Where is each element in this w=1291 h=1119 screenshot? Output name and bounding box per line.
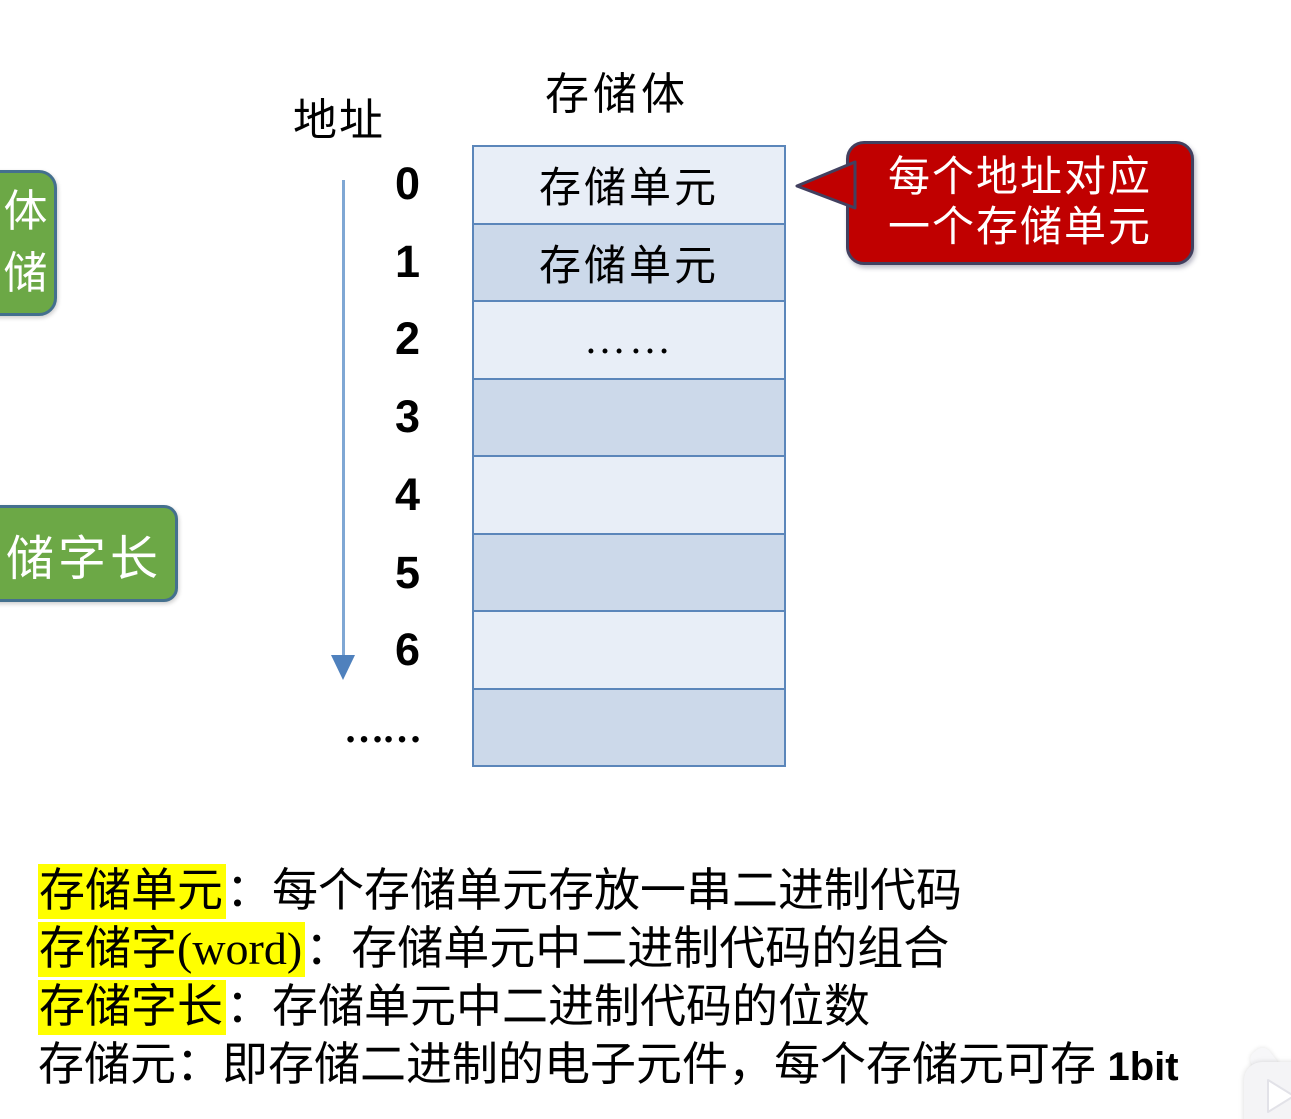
definition-term: 存储元 <box>38 1039 176 1090</box>
memory-cell-row: …… <box>474 300 784 378</box>
definition-text: ：存储单元中二进制代码的组合 <box>305 923 950 974</box>
definition-text: ：即存储二进制的电子元件，每个存储元可存 <box>176 1039 1108 1090</box>
address-item: 1 <box>394 235 420 287</box>
address-label: 地址 <box>293 96 385 145</box>
definition-line: 存储字(word)：存储单元中二进制代码的组合 <box>38 920 1179 978</box>
definition-line: 存储元：即存储二进制的电子元件，每个存储元可存 1bit <box>38 1036 1179 1094</box>
address-item: 3 <box>394 391 420 443</box>
definition-text: ：存储单元中二进制代码的位数 <box>226 981 870 1032</box>
definition-line: 存储单元：每个存储单元存放一串二进制代码 <box>38 862 1179 920</box>
green-badge-clipped-top: 体 储 <box>0 170 57 316</box>
green-badge-word-length: 存储字长 <box>0 505 178 602</box>
green-badge-top-char1: 体 <box>3 187 48 236</box>
memory-cell-row <box>474 455 784 533</box>
address-callout-bubble: 每个地址对应 一个存储单元 <box>795 141 1194 265</box>
memory-cell-row <box>474 377 784 455</box>
play-triangle-icon <box>1267 1079 1291 1113</box>
definition-term: 存储字长 <box>38 980 226 1035</box>
memory-cell-row: 存储单元 <box>474 147 784 223</box>
green-badge-word-length-label: 存储字长 <box>0 532 162 586</box>
memory-bank-title: 存储体 <box>545 70 689 119</box>
callout-text-line1: 每个地址对应 <box>887 155 1152 201</box>
address-column: 0 1 2 3 4 5 6 …… <box>330 145 422 767</box>
callout-text-line2: 一个存储单元 <box>887 205 1152 251</box>
definition-term: 存储字(word) <box>38 922 306 977</box>
memory-cell-row: 存储单元 <box>474 222 784 300</box>
address-arrow-head-icon <box>331 655 355 680</box>
definitions-block: 存储单元：每个存储单元存放一串二进制代码存储字(word)：存储单元中二进制代码… <box>38 862 1179 1094</box>
callout-tail-icon <box>795 160 857 210</box>
address-item: …… <box>344 705 422 751</box>
play-icon[interactable] <box>1244 1062 1291 1119</box>
memory-cell-row <box>474 610 784 688</box>
address-item: 5 <box>394 546 420 598</box>
address-item: 6 <box>394 624 420 676</box>
address-item: 4 <box>394 468 420 520</box>
address-item: 2 <box>394 313 420 365</box>
definition-term: 存储单元 <box>38 864 226 919</box>
memory-cell-row <box>474 687 784 765</box>
definition-suffix: 1bit <box>1107 1045 1179 1089</box>
definition-text: ：每个存储单元存放一串二进制代码 <box>226 865 962 916</box>
address-item: 0 <box>394 157 420 209</box>
memory-cell-row <box>474 532 784 610</box>
green-badge-top-char2: 储 <box>3 249 48 298</box>
definition-line: 存储字长：存储单元中二进制代码的位数 <box>38 978 1179 1036</box>
memory-cell-table: 存储单元存储单元…… <box>472 145 786 767</box>
address-arrow-line <box>342 180 345 658</box>
